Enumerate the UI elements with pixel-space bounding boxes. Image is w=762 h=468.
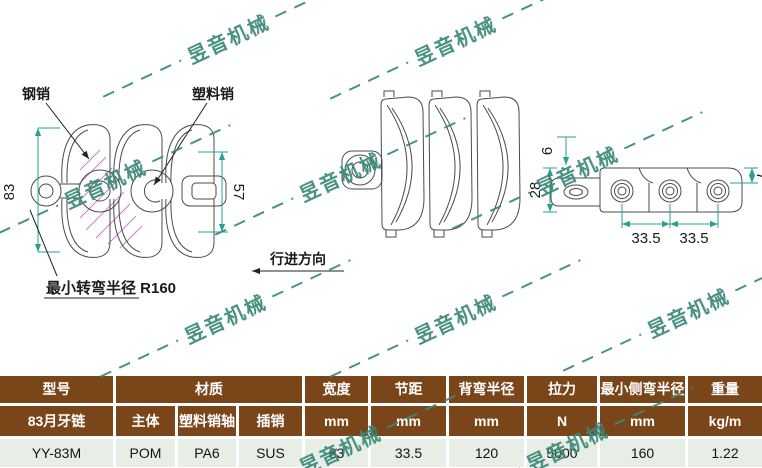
header-cell-tension: 拉力 — [527, 376, 597, 403]
dim-6-label: 6 — [539, 147, 556, 155]
iso-plate-3 — [476, 90, 521, 238]
subheader-cell-pitch-unit: mm — [371, 406, 446, 436]
side-view: 6 28 7 33.5 33.5 — [527, 136, 762, 247]
min-turn-leader — [29, 209, 58, 277]
data-cell-body-material: POM — [116, 439, 175, 467]
iso-plate-1 — [380, 90, 425, 238]
chain-module-2 — [113, 124, 174, 258]
subheader-cell-width-unit: mm — [305, 406, 368, 436]
dim-57-label: 57 — [230, 184, 247, 201]
top-view: 83 57 钢销 塑料销 最小转弯半径 R160 — [1, 86, 247, 299]
data-cell-weight: 1.22 — [688, 439, 762, 467]
plastic-pin-label: 塑料销 — [192, 86, 234, 102]
data-cell-pitch: 33.5 — [371, 439, 446, 467]
subheader-cell-body: 主体 — [116, 406, 175, 436]
chain-module-1 — [61, 124, 122, 258]
subheader-cell-backbend-unit: mm — [449, 406, 524, 436]
eye-link — [30, 175, 62, 207]
steel-pin-label: 钢销 — [22, 86, 50, 102]
dim-pitch-2-label: 33.5 — [679, 230, 708, 247]
steel-pin-leader — [45, 102, 90, 160]
min-turn-radius-note: 最小转弯半径 R160 — [46, 279, 176, 297]
header-cell-width: 宽度 — [305, 376, 368, 403]
dim-6 — [557, 136, 576, 165]
subheader-cell-tension-unit: N — [527, 406, 597, 436]
dim-28 — [543, 167, 557, 213]
subheader-cell-plastic-pin-shaft: 塑料销轴 — [178, 406, 236, 436]
header-cell-pitch: 节距 — [371, 376, 446, 403]
header-cell-min-sidebend-radius: 最小侧弯半径 — [600, 376, 685, 403]
iso-plate-2 — [428, 90, 473, 238]
technical-drawing: 83 57 钢销 塑料销 最小转弯半径 R160 — [1, 86, 762, 299]
header-cell-material: 材质 — [116, 376, 302, 403]
data-cell-width: 83 — [305, 439, 368, 467]
data-cell-backbend-radius: 120 — [449, 439, 524, 467]
subheader-cell-sidebend-unit: mm — [600, 406, 685, 436]
dim-pitch-1-label: 33.5 — [631, 230, 660, 247]
data-cell-tension: 5000 — [527, 439, 597, 467]
data-cell-min-sidebend-radius: 160 — [600, 439, 685, 467]
subheader-cell-chain-name: 83月牙链 — [0, 406, 113, 436]
header-cell-backbend-radius: 背弯半径 — [449, 376, 524, 403]
dim-57 — [198, 151, 228, 233]
dim-pitch — [621, 204, 719, 228]
data-cell-model: YY-83M — [0, 439, 113, 467]
data-cell-insert-pin-material: SUS — [239, 439, 302, 467]
data-cell-pin-shaft-material: PA6 — [178, 439, 236, 467]
pin-1 — [610, 179, 634, 203]
subheader-cell-insert-pin: 插销 — [239, 406, 302, 436]
dim-7 — [730, 167, 758, 184]
header-cell-weight: 重量 — [688, 376, 762, 403]
subheader-cell-weight-unit: kg/m — [688, 406, 762, 436]
dim-28-label: 28 — [527, 182, 544, 199]
iso-view: 行进方向 — [252, 90, 521, 275]
travel-direction-label: 行进方向 — [269, 251, 326, 267]
header-cell-model: 型号 — [0, 376, 113, 403]
iso-eye-link — [341, 150, 383, 190]
pin-3 — [706, 179, 730, 203]
chain-module-3 — [165, 124, 227, 258]
pin-2 — [658, 179, 682, 203]
spec-table: 型号 材质 宽度 节距 背弯半径 拉力 最小侧弯半径 重量 83月牙链 主体 塑… — [0, 374, 762, 467]
dim-7-label: 7 — [753, 172, 762, 180]
dim-83 — [34, 127, 60, 253]
dim-83-label: 83 — [1, 184, 18, 201]
